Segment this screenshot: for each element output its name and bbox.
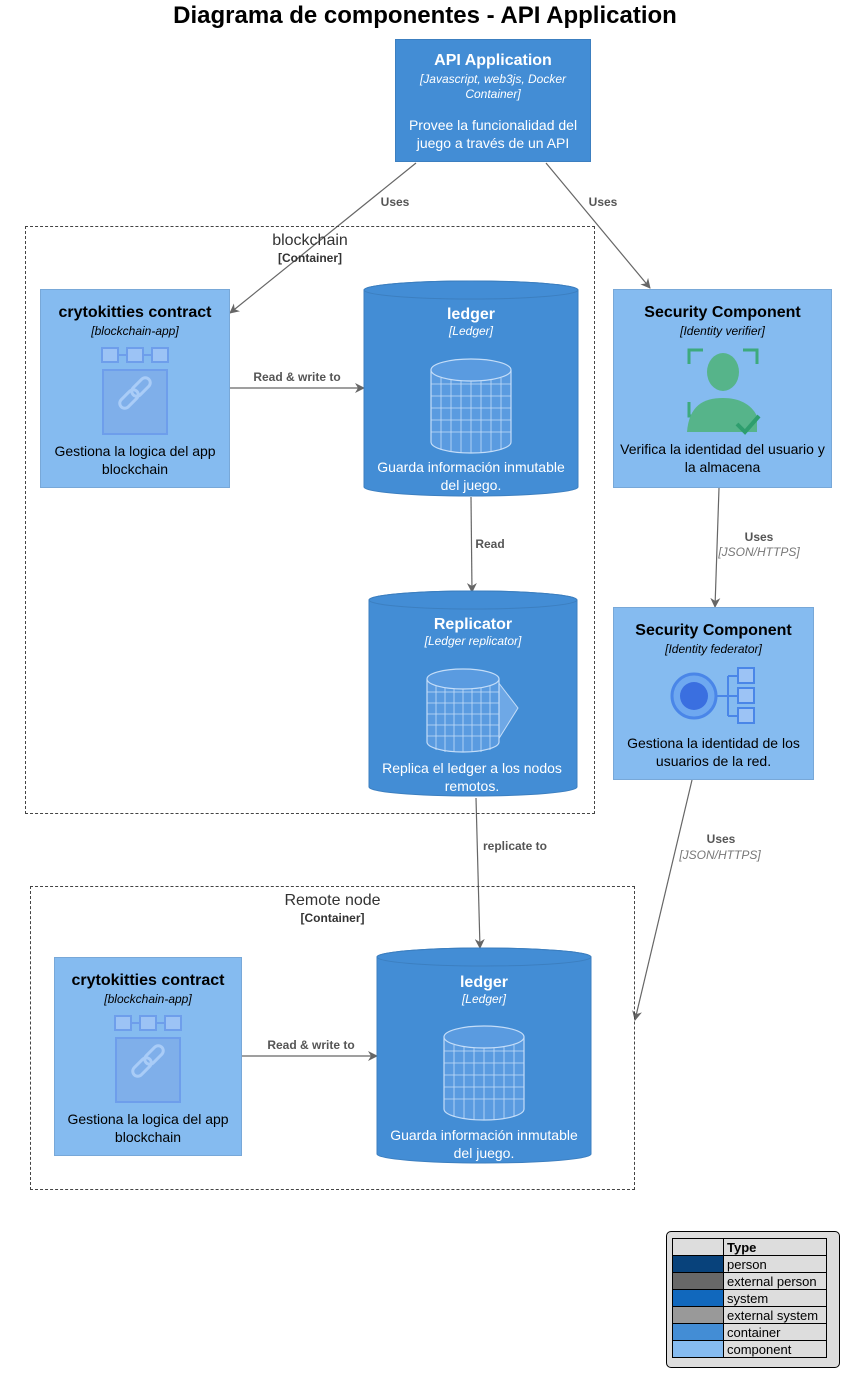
api-name: API Application: [434, 52, 552, 69]
diagram-title: Diagrama de componentes - API Applicatio…: [173, 2, 677, 29]
ledger2-desc: Guarda información inmutable del juego.: [390, 1127, 578, 1161]
api-desc: Provee la funcionalidad del juego a trav…: [408, 117, 578, 151]
edge-label-read-write-1: Read & write to: [253, 370, 341, 384]
security2-desc: Gestiona la identidad de los usuarios de…: [627, 735, 800, 769]
edge-replicator-to-remote-ledger: [474, 797, 485, 949]
security-component-federator: Security Component [Identity federator] …: [613, 607, 814, 780]
security1-tech: [Identity verifier]: [680, 324, 765, 338]
edge-api-to-contract: [229, 162, 417, 314]
legend-label: container: [723, 1323, 827, 1341]
api-tech: [Javascript, web3js, Docker Container]: [419, 72, 567, 101]
edge-label-read-write-2: Read & write to: [267, 1038, 355, 1052]
legend-label: external system: [723, 1306, 827, 1324]
database-replicator-icon: [426, 668, 519, 753]
blockchain-link-icon: [101, 347, 169, 435]
legend-label: component: [723, 1340, 827, 1358]
legend-header-swatch: [672, 1238, 724, 1256]
legend-label: person: [723, 1255, 827, 1273]
database-icon: [430, 358, 512, 454]
contract1-name: crytokitties contract: [58, 304, 212, 321]
remote-boundary-type: [Container]: [300, 911, 365, 925]
legend-header: Type: [723, 1238, 827, 1256]
legend-swatch: [672, 1255, 724, 1273]
remote-boundary-name: Remote node: [284, 892, 381, 909]
edge-ledger-to-replicator: [466, 496, 477, 593]
ledger1-text: ledger [Ledger]: [363, 306, 579, 338]
edge-label-read: Read: [475, 537, 505, 551]
legend-swatch: [672, 1340, 724, 1358]
edge-tech-uses-remote: [JSON/HTTPS]: [679, 848, 761, 862]
legend-row: external system: [672, 1306, 827, 1324]
legend-swatch: [672, 1306, 724, 1324]
legend-table: Type person external person system exter…: [672, 1238, 827, 1358]
legend-row: system: [672, 1289, 827, 1307]
ledger2-tech: [Ledger]: [461, 992, 507, 1006]
contract1-desc: Gestiona la logica del app blockchain: [54, 443, 216, 477]
ledger1-name: ledger: [446, 306, 495, 323]
edge-label-uses-sec: Uses: [744, 530, 774, 544]
legend-swatch: [672, 1323, 724, 1341]
edge-api-to-security: [545, 162, 651, 289]
legend-label: external person: [723, 1272, 827, 1290]
edge-security-to-federator: [710, 487, 721, 608]
contract2-desc: Gestiona la logica del app blockchain: [67, 1111, 229, 1145]
blockchain-boundary-name: blockchain: [272, 232, 348, 249]
blockchain-boundary: blockchain [Container]: [25, 226, 595, 814]
legend-row: component: [672, 1340, 827, 1358]
legend-label: system: [723, 1289, 827, 1307]
identity-federator-icon: [670, 667, 755, 724]
contract2-tech: [blockchain-app]: [104, 992, 192, 1006]
security2-name: Security Component: [635, 622, 792, 639]
remote-node-boundary: Remote node [Container]: [30, 886, 635, 1190]
blockchain-link-icon: [114, 1015, 182, 1103]
legend-row: container: [672, 1323, 827, 1341]
contract-component-1: crytokitties contract [blockchain-app] G…: [40, 289, 230, 488]
legend: Type person external person system exter…: [666, 1231, 840, 1368]
database-icon: [443, 1025, 525, 1121]
ledger2-name: ledger: [459, 974, 508, 991]
identity-verifier-icon: [686, 348, 761, 435]
replicator-text: Replicator [Ledger replicator]: [368, 616, 578, 648]
ledger2-text: ledger [Ledger]: [376, 974, 592, 1006]
contract1-tech: [blockchain-app]: [91, 324, 179, 338]
replicator-name: Replicator: [433, 616, 513, 633]
api-application-box: API Application [Javascript, web3js, Doc…: [395, 39, 591, 162]
security2-tech: [Identity federator]: [665, 642, 762, 656]
security1-name: Security Component: [644, 304, 801, 321]
edge-label-uses-left: Uses: [380, 195, 410, 209]
blockchain-boundary-type: [Container]: [278, 251, 342, 265]
legend-row: external person: [672, 1272, 827, 1290]
security-component-verifier: Security Component [Identity verifier] V…: [613, 289, 832, 488]
edge-label-uses-remote: Uses: [706, 832, 736, 846]
ledger1-tech: [Ledger]: [448, 324, 494, 338]
contract-component-2: crytokitties contract [blockchain-app] G…: [54, 957, 242, 1156]
edge-federator-to-remote: [632, 779, 693, 1021]
legend-row: person: [672, 1255, 827, 1273]
replicator-desc: Replica el ledger a los nodos remotos.: [382, 760, 562, 794]
contract2-name: crytokitties contract: [71, 972, 225, 989]
edge-tech-uses-sec: [JSON/HTTPS]: [718, 545, 800, 559]
legend-swatch: [672, 1272, 724, 1290]
edge-label-replicate: replicate to: [482, 839, 548, 853]
ledger1-desc: Guarda información inmutable del juego.: [377, 459, 565, 493]
edge-label-uses-right: Uses: [588, 195, 618, 209]
legend-header-row: Type: [672, 1238, 827, 1256]
replicator-tech: [Ledger replicator]: [424, 634, 522, 648]
security1-desc: Verifica la identidad del usuario y la a…: [620, 441, 825, 475]
legend-swatch: [672, 1289, 724, 1307]
